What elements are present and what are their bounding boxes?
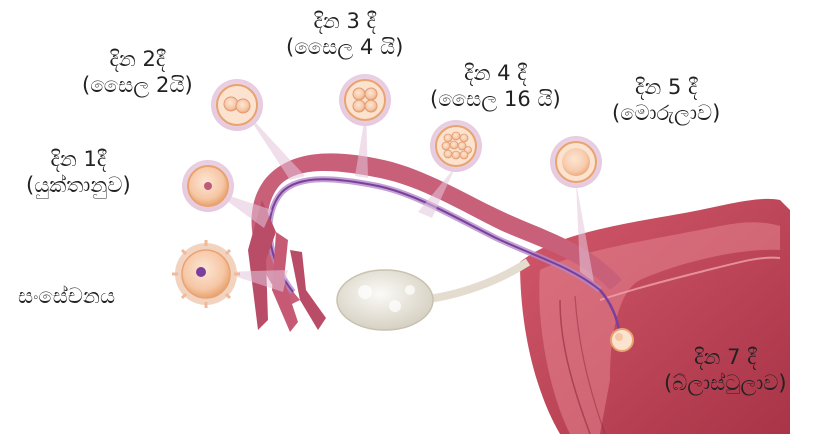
day2-label: දින 2දී (සෛල 2යි) [82, 46, 193, 98]
zygote-cell [182, 160, 234, 212]
uterus [520, 199, 790, 434]
day5-line1: දින 5 දී [612, 74, 720, 100]
morula [550, 136, 602, 188]
day7-label: දින 7 දී (බ්ලාස්ටුලාව) [664, 344, 787, 396]
sixteen-cell-embryo [430, 120, 482, 172]
blastula [611, 329, 633, 351]
day5-line2: (මොරුලාව) [612, 100, 720, 126]
day4-line2: (සෛල 16 යි) [430, 86, 561, 112]
ovary [337, 270, 433, 330]
ovarian-ligament [420, 262, 528, 300]
day5-label: දින 5 දී (මොරුලාව) [612, 74, 720, 126]
fertilization-cell [172, 240, 240, 308]
day2-line1: දින 2දී [82, 46, 193, 72]
day3-line2: (සෛල 4 යි) [286, 34, 403, 60]
fertilization-text: සංසේචනය [18, 283, 115, 309]
day3-label: දින 3 දී (සෛල 4 යි) [286, 8, 403, 60]
four-cell-embryo [339, 74, 391, 126]
day3-line1: දින 3 දී [286, 8, 403, 34]
day1-line1: දින 1දී [26, 146, 131, 172]
day1-label: දින 1දී (යුක්තානුව) [26, 146, 131, 198]
fertilization-label: සංසේචනය [18, 283, 115, 309]
day7-line1: දින 7 දී [664, 344, 787, 370]
two-cell-embryo [211, 79, 263, 131]
day4-label: දින 4 දී (සෛල 16 යි) [430, 60, 561, 112]
day1-line2: (යුක්තානුව) [26, 172, 131, 198]
day2-line2: (සෛල 2යි) [82, 72, 193, 98]
day7-line2: (බ්ලාස්ටුලාව) [664, 370, 787, 396]
day4-line1: දින 4 දී [430, 60, 561, 86]
